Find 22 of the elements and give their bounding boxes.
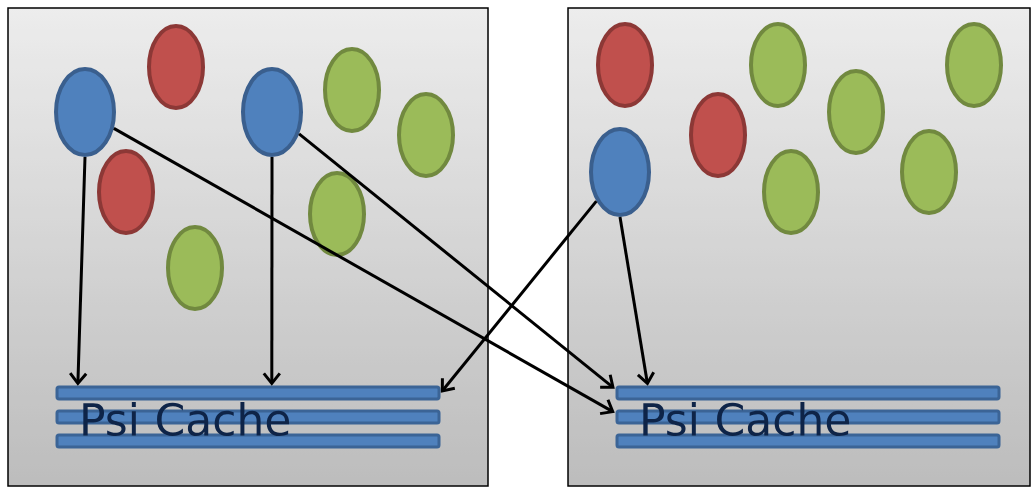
ellipse bbox=[241, 67, 303, 157]
arrow bbox=[69, 156, 88, 386]
ellipse bbox=[147, 24, 205, 110]
ellipse bbox=[97, 149, 155, 235]
arrow bbox=[440, 200, 598, 393]
arrow bbox=[113, 127, 615, 416]
arrow bbox=[298, 132, 615, 389]
ellipse bbox=[762, 149, 820, 235]
ellipse bbox=[749, 22, 807, 108]
arrow bbox=[618, 216, 655, 386]
ellipse bbox=[166, 225, 224, 311]
ellipse bbox=[54, 67, 116, 157]
ellipse bbox=[900, 129, 958, 215]
ellipse bbox=[323, 47, 381, 133]
ellipse bbox=[945, 22, 1003, 108]
ellipse bbox=[827, 69, 885, 155]
arrow bbox=[262, 157, 281, 386]
ellipse bbox=[397, 92, 455, 178]
ellipse bbox=[589, 127, 651, 217]
ellipse bbox=[596, 22, 654, 108]
ellipse bbox=[689, 92, 747, 178]
ellipse bbox=[308, 171, 366, 257]
